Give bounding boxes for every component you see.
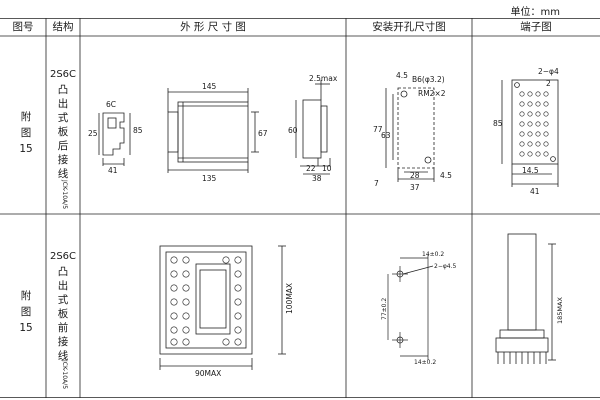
row2-struct-char: 式 bbox=[57, 294, 69, 306]
row2-dim-100max: 100MAX bbox=[285, 283, 294, 314]
row1-term-dim-2phi4: 2−φ4 bbox=[538, 67, 559, 76]
row1-fig-char: 图 bbox=[20, 127, 32, 139]
dimension-table: 图号 结构 外 形 尺 寸 图 安装开孔尺寸图 端子图 附 图 15 2S6C … bbox=[0, 18, 600, 398]
table-grid bbox=[0, 18, 600, 398]
row2-mount-hole-drawing bbox=[387, 254, 434, 360]
row2-struct-char: 板 bbox=[57, 308, 69, 320]
row1-dim-145: 145 bbox=[202, 82, 217, 91]
row2-mount-dim-77: 77±0.2 bbox=[381, 298, 388, 320]
row1-dim-38: 38 bbox=[312, 174, 322, 183]
row2-struct-char: 前 bbox=[57, 322, 69, 334]
row1-mount-dim-45b: 4.5 bbox=[440, 171, 452, 180]
row2-struct-char: 凸 bbox=[57, 266, 69, 278]
row1-front-view-drawing bbox=[98, 112, 131, 166]
row2-struct-char: 线 bbox=[57, 350, 69, 362]
row2-model: 2S6C bbox=[49, 251, 77, 262]
header-structure: 结构 bbox=[52, 21, 74, 33]
header-mount-dims: 安装开孔尺寸图 bbox=[372, 21, 446, 33]
row1-term-dim-2: 2 bbox=[546, 79, 551, 88]
row1-dim-25max: 2.5max bbox=[309, 74, 338, 83]
row1-dim-10: 10 bbox=[322, 164, 332, 173]
unit-label: 单位：mm bbox=[510, 7, 560, 18]
technical-drawings: 6C 25 85 41 145 135 67 bbox=[88, 67, 564, 378]
header-figure-no: 图号 bbox=[12, 21, 34, 33]
row2-fig-char: 图 bbox=[20, 306, 32, 318]
row1-dim-6c: 6C bbox=[106, 100, 116, 109]
row1-side-view-drawing bbox=[167, 88, 259, 173]
row1-dim-41: 41 bbox=[108, 166, 118, 175]
row1-mount-dim-37: 37 bbox=[410, 183, 420, 192]
row1-struct-char: 板 bbox=[57, 126, 69, 138]
row2-mount-dim-14b: 14±0.2 bbox=[414, 359, 436, 366]
row2-fig-char: 附 bbox=[20, 290, 32, 302]
row1-dim-135: 135 bbox=[202, 174, 217, 183]
row1-dim-67: 67 bbox=[258, 129, 268, 138]
row1-mount-dim-7: 7 bbox=[374, 179, 379, 188]
header-terminal: 端子图 bbox=[520, 21, 552, 33]
row1-struct-char: 后 bbox=[57, 140, 69, 152]
row1-dim-60: 60 bbox=[288, 126, 298, 135]
row2-terminal-side-drawing bbox=[495, 233, 556, 364]
row1-end-view-drawing bbox=[295, 80, 331, 175]
row1-term-dim-85: 85 bbox=[493, 119, 503, 128]
row2-front-view-drawing bbox=[159, 245, 286, 370]
row1-term-dim-41: 41 bbox=[530, 187, 540, 196]
row1-dim-25: 25 bbox=[88, 129, 98, 138]
row1-fig-char: 附 bbox=[20, 111, 32, 123]
row1-mount-dim-77: 77 bbox=[373, 125, 383, 134]
row2-mount-dim-14a: 14±0.2 bbox=[422, 251, 444, 258]
row1-mount-dim-63: 63 bbox=[381, 131, 391, 140]
row1-term-dim-145: 14.5 bbox=[522, 166, 539, 175]
row1-struct-char: 凸 bbox=[57, 84, 69, 96]
row1-mount-dim-45a: 4.5 bbox=[396, 71, 408, 80]
row2-dim-90max: 90MAX bbox=[195, 369, 221, 378]
row1-dim-85: 85 bbox=[133, 126, 143, 135]
row1-struct-char: 线 bbox=[57, 168, 69, 180]
row1-struct-char: 接 bbox=[57, 154, 69, 166]
row1-mount-dim-b6: B6(φ3.2) bbox=[412, 75, 445, 84]
row1-fig-num: 15 bbox=[19, 143, 33, 155]
row1-dim-22: 22 bbox=[306, 164, 316, 173]
row1-struct-char: 式 bbox=[57, 112, 69, 124]
row2-fig-num: 15 bbox=[19, 322, 33, 334]
row1-mount-dim-rm: RM2×2 bbox=[418, 89, 446, 98]
row1-terminal-drawing bbox=[501, 79, 559, 187]
row1-terminal-pins bbox=[519, 91, 549, 157]
row2-front-terminal-screws bbox=[170, 256, 242, 346]
row2-mount-dim-2phi45: 2−φ4.5 bbox=[434, 263, 457, 270]
row2-struct-char: 出 bbox=[57, 280, 69, 292]
header-outline-dims: 外 形 尺 寸 图 bbox=[180, 21, 246, 33]
row1-model: 2S6C bbox=[49, 69, 77, 80]
row1-struct-char: 出 bbox=[57, 98, 69, 110]
row1-mount-hole-drawing bbox=[385, 87, 435, 182]
row1-mount-dim-28: 28 bbox=[410, 171, 420, 180]
row2-term-dim-185max: 185MAX bbox=[556, 297, 564, 324]
row2-struct-char: 接 bbox=[57, 336, 69, 348]
